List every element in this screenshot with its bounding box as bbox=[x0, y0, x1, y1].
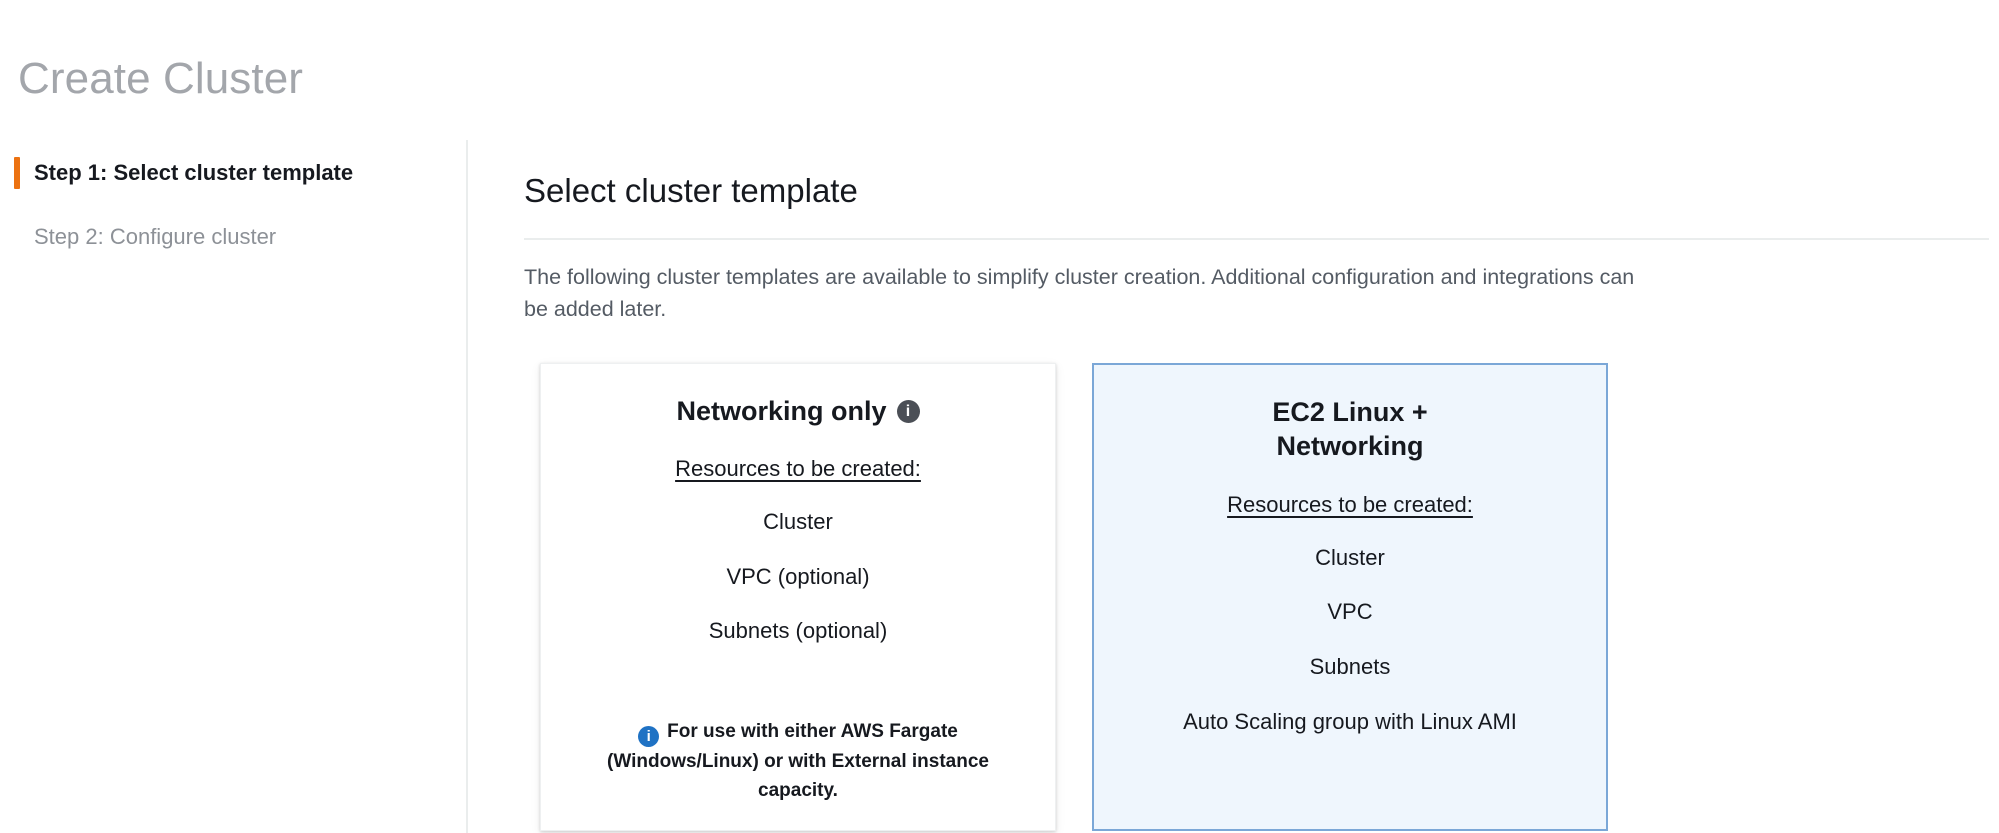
info-icon: i bbox=[638, 726, 660, 748]
template-card-list: Networking only i Resources to be create… bbox=[524, 362, 1999, 831]
wizard-layout: Step 1: Select cluster template Step 2: … bbox=[0, 140, 1999, 833]
sidebar-step-1-label: Step 1: Select cluster template bbox=[34, 160, 354, 185]
resource-item: Cluster bbox=[763, 509, 833, 535]
resource-item: VPC bbox=[1327, 599, 1373, 625]
sidebar-step-2[interactable]: Step 2: Configure cluster bbox=[0, 212, 466, 262]
resource-item: Auto Scaling group with Linux AMI bbox=[1183, 708, 1517, 734]
page-title: Create Cluster bbox=[18, 54, 304, 104]
card-note-text: For use with either AWS Fargate (Windows… bbox=[607, 721, 989, 802]
resource-item: Subnets bbox=[1309, 653, 1391, 679]
active-step-marker-icon bbox=[14, 157, 20, 189]
sidebar-step-1[interactable]: Step 1: Select cluster template bbox=[0, 148, 466, 198]
section-heading: Select cluster template bbox=[524, 172, 858, 210]
resource-item: Cluster bbox=[1315, 544, 1385, 570]
resource-item: VPC (optional) bbox=[726, 563, 870, 589]
template-card-ec2-linux-networking[interactable]: EC2 Linux + Networking Resources to be c… bbox=[1092, 362, 1608, 831]
card-title-label: EC2 Linux + Networking bbox=[1272, 396, 1428, 462]
resources-label: Resources to be created: bbox=[675, 456, 921, 482]
card-title: Networking only i bbox=[567, 394, 1029, 429]
resource-item: Subnets (optional) bbox=[708, 618, 888, 644]
wizard-steps-sidebar: Step 1: Select cluster template Step 2: … bbox=[0, 140, 468, 833]
sidebar-step-2-label: Step 2: Configure cluster bbox=[34, 223, 277, 249]
main-content: Select cluster template The following cl… bbox=[468, 140, 1999, 833]
resources-label: Resources to be created: bbox=[1227, 491, 1473, 517]
template-card-networking-only[interactable]: Networking only i Resources to be create… bbox=[540, 362, 1056, 831]
intro-text: The following cluster templates are avai… bbox=[524, 265, 1635, 321]
card-title: EC2 Linux + Networking bbox=[1120, 395, 1580, 464]
heading-divider bbox=[524, 238, 1989, 241]
info-icon[interactable]: i bbox=[896, 400, 920, 424]
card-title-label: Networking only bbox=[676, 395, 887, 426]
